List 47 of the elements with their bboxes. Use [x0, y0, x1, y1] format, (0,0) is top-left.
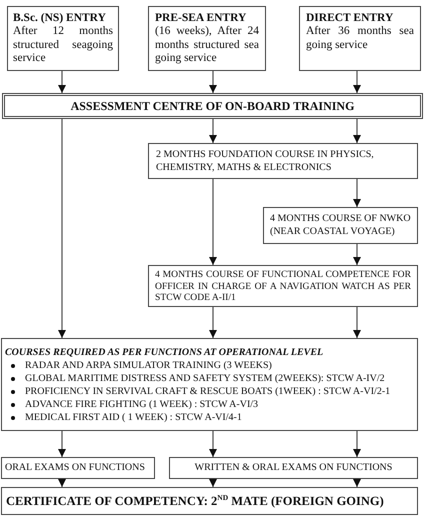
result-box	[1, 487, 418, 515]
box-text: 4 MONTHS COURSE OF NWKO (NEAR COASTAL VOYAGE)	[270, 213, 411, 238]
process-box	[148, 143, 418, 179]
arrow	[58, 431, 66, 457]
entry-box	[148, 6, 266, 71]
entry-box	[7, 6, 119, 71]
box-text: 4 MONTHS COURSE OF FUNCTIONAL COMPETENCE FOR OFFICER IN CHARGE OF A NAVIGATION WATCH AS PER STCW CODE A-II/1	[155, 269, 411, 304]
arrow	[353, 307, 361, 338]
box-text: After 36 months sea going service	[306, 25, 414, 52]
box-text: 2 MONTHS FOUNDATION COURSE IN PHYSICS, CHEMISTRY, MATHS & ELECTRONICS	[156, 149, 375, 174]
process-box	[148, 265, 418, 307]
arrow	[209, 307, 217, 338]
arrow	[353, 431, 361, 457]
arrow	[209, 179, 217, 265]
arrow	[353, 244, 361, 265]
list-item: RADAR AND ARPA SIMULATOR TRAINING (3 WEEKS)	[25, 359, 272, 372]
arrow	[58, 479, 66, 487]
process-box	[2, 93, 423, 119]
box-text: ORAL EXAMS ON FUNCTIONS	[5, 461, 146, 475]
box-heading: PRE-SEA ENTRY	[155, 11, 248, 25]
arrow	[353, 179, 361, 207]
list-item: MEDICAL FIRST AID ( 1 WEEK) : STCW A-VI/4-1	[25, 411, 242, 424]
process-box	[263, 207, 418, 244]
box-heading: B.Sc. (NS) ENTRY	[13, 11, 107, 25]
arrow	[353, 119, 361, 143]
box-text: (16 weeks), After 24 months structured sea going service	[155, 25, 259, 66]
box-title: CERTIFICATE OF COMPETENCY: 2$^{ND}$ MATE (FOREIGN GOING)	[6, 492, 385, 510]
list-item: PROFICIENCY IN SERVIVAL CRAFT & RESCUE BOATS (1WEEK) : STCW A-VI/2-1	[25, 385, 390, 398]
arrow	[58, 119, 66, 338]
list-item: ADVANCE FIRE FIGHTING (1 WEEK) : STCW A-VI/3	[25, 398, 258, 411]
arrow	[209, 71, 217, 93]
list-heading: COURSES REQUIRED AS PER FUNCTIONS AT OPERATIONAL LEVEL	[5, 346, 324, 359]
list-item: GLOBAL MARITIME DISTRESS AND SAFETY SYSTEM (2WEEKS): STCW A-IV/2	[25, 372, 385, 385]
process-box	[169, 457, 418, 479]
box-text: After 12 months structured seagoing service	[13, 25, 113, 66]
box-heading: DIRECT ENTRY	[306, 11, 394, 25]
arrow	[58, 71, 66, 93]
arrow	[209, 431, 217, 457]
process-box	[1, 338, 418, 431]
box-title: ASSESSMENT CENTRE OF ON-BOARD TRAINING	[70, 98, 356, 114]
arrow	[353, 71, 361, 93]
arrow	[209, 479, 217, 487]
entry-box	[299, 6, 421, 71]
arrow	[353, 479, 361, 487]
arrow	[209, 119, 217, 143]
process-box	[1, 457, 155, 479]
box-text: WRITTEN & ORAL EXAMS ON FUNCTIONS	[194, 461, 394, 475]
